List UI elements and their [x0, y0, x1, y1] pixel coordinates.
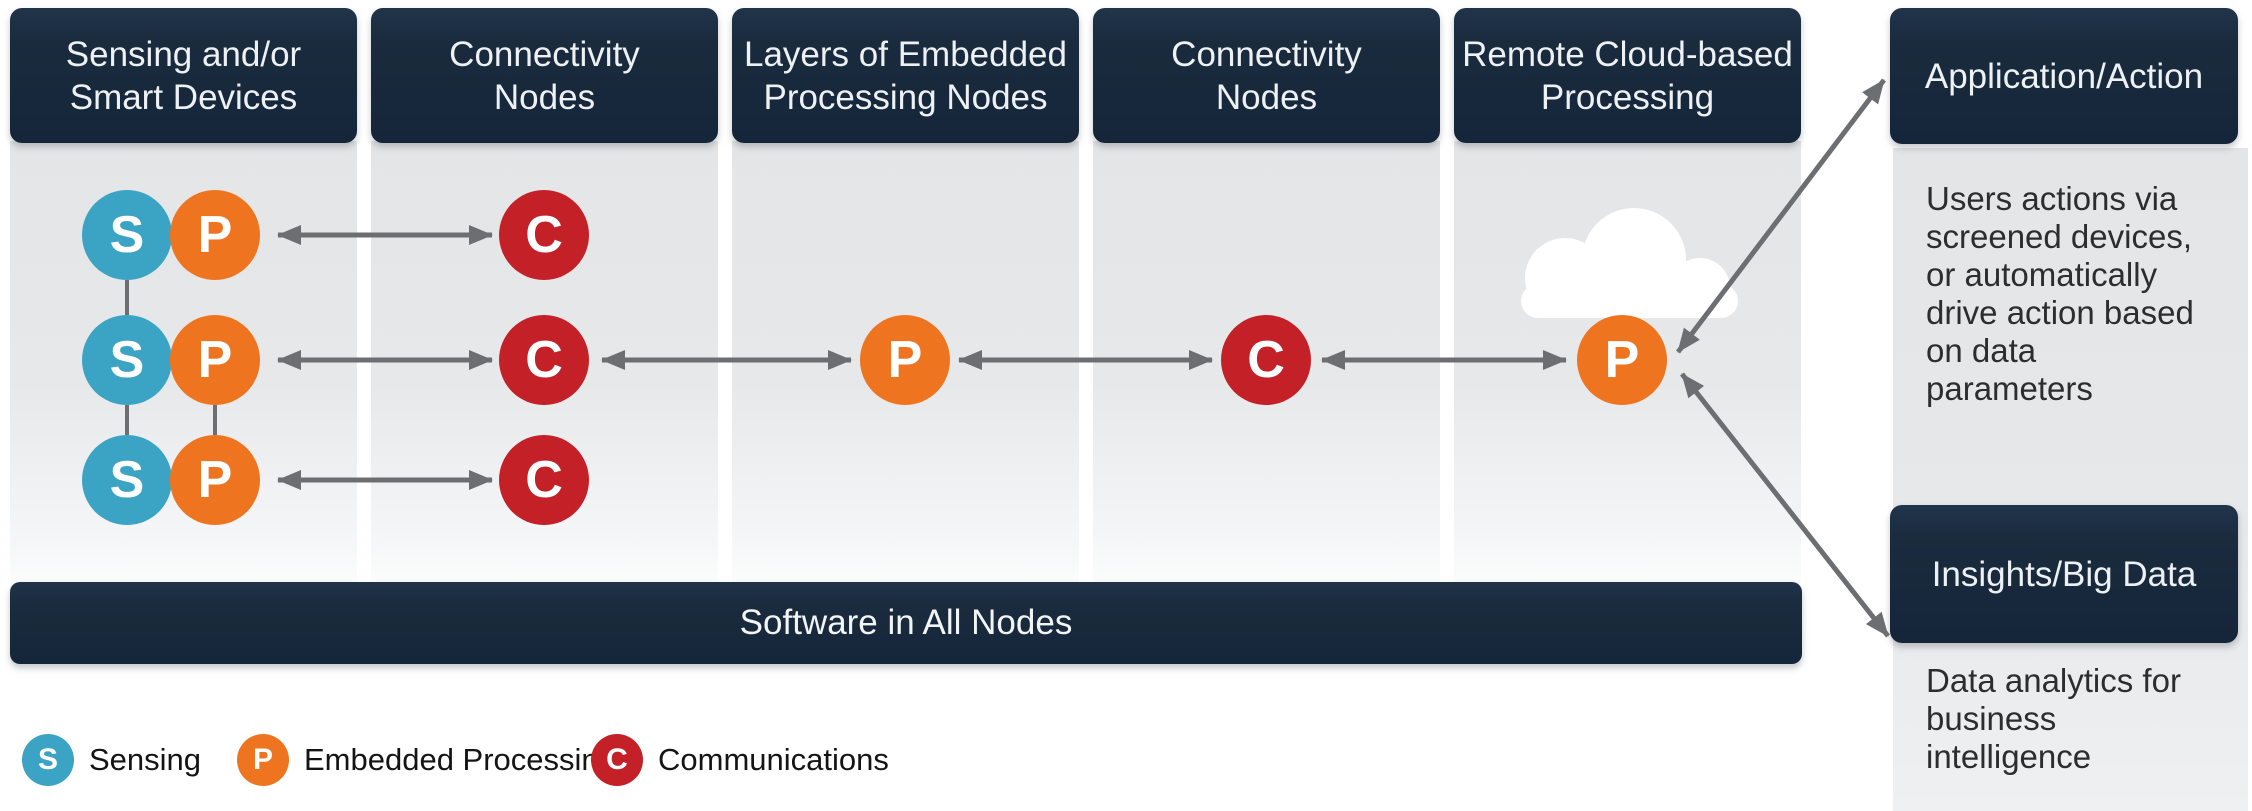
application-action-header: Application/Action	[1890, 8, 2238, 144]
node-sensing-row1: S	[82, 190, 172, 280]
description-line: business	[1926, 700, 2057, 737]
node-processing-row3: P	[170, 435, 260, 525]
node-processing-row2: P	[170, 315, 260, 405]
application-action-description: Users actions via screened devices, or a…	[1926, 180, 2194, 408]
description-line: intelligence	[1926, 738, 2092, 775]
sensing-legend-icon: S	[22, 734, 74, 786]
legend-label-sensing: Sensing	[89, 742, 202, 777]
insights-big-data-description: Data analytics for business intelligence	[1926, 662, 2181, 776]
communications-legend-icon: C	[591, 734, 643, 786]
processing-legend-icon: P	[237, 734, 289, 786]
node-sensing-row2: S	[82, 315, 172, 405]
description-line: on data	[1926, 332, 2037, 369]
column-header-line: Nodes	[1215, 77, 1318, 117]
column-header-connectivity-nodes-2: Connectivity Nodes	[1093, 8, 1440, 143]
column-header-line: Processing Nodes	[763, 77, 1048, 117]
arrow-cloud-p-insights	[1680, 372, 1890, 638]
node-communications-row2: C	[499, 315, 589, 405]
arrow-cloud-p-application	[1676, 78, 1886, 354]
legend-label-communications: Communications	[658, 742, 889, 777]
node-communications-row1: C	[499, 190, 589, 280]
description-line: Users actions via	[1926, 180, 2178, 217]
column-header-line: Connectivity	[1171, 34, 1362, 74]
column-header-embedded-processing: Layers of Embedded Processing Nodes	[732, 8, 1079, 143]
node-embedded-processing: P	[860, 315, 950, 405]
column-header-line: Smart Devices	[69, 77, 298, 117]
description-line: Data analytics for	[1926, 662, 2181, 699]
column-header-connectivity-nodes-1: Connectivity Nodes	[371, 8, 718, 143]
node-processing-row1: P	[170, 190, 260, 280]
description-line: drive action based	[1926, 294, 2194, 331]
column-header-line: Nodes	[493, 77, 596, 117]
legend-item-communications: C Communications	[591, 734, 889, 786]
legend-item-embedded-processing: P Embedded Processing	[237, 734, 616, 786]
description-line: or automatically	[1926, 256, 2158, 293]
software-bar: Software in All Nodes	[10, 582, 1802, 664]
node-cloud-processing: P	[1577, 315, 1667, 405]
software-bar-label: Software in All Nodes	[739, 603, 1073, 642]
description-line: screened devices,	[1926, 218, 2192, 255]
application-action-title: Application/Action	[1924, 56, 2204, 96]
column-header-line: Connectivity	[449, 34, 640, 74]
node-sensing-row3: S	[82, 435, 172, 525]
legend-item-sensing: S Sensing	[22, 734, 201, 786]
node-communications-hub: C	[1221, 315, 1311, 405]
insights-big-data-title: Insights/Big Data	[1931, 554, 2197, 594]
legend-label-embedded-processing: Embedded Processing	[304, 742, 616, 777]
column-header-line: Remote Cloud-based	[1462, 34, 1793, 74]
insights-big-data-header: Insights/Big Data	[1890, 505, 2238, 643]
column-header-line: Sensing and/or	[65, 34, 302, 74]
column-header-line: Layers of Embedded	[744, 34, 1067, 74]
column-header-sensing-devices: Sensing and/or Smart Devices	[10, 8, 357, 143]
node-communications-row3: C	[499, 435, 589, 525]
description-line: parameters	[1926, 370, 2093, 407]
right-panel-background	[1893, 148, 2248, 811]
